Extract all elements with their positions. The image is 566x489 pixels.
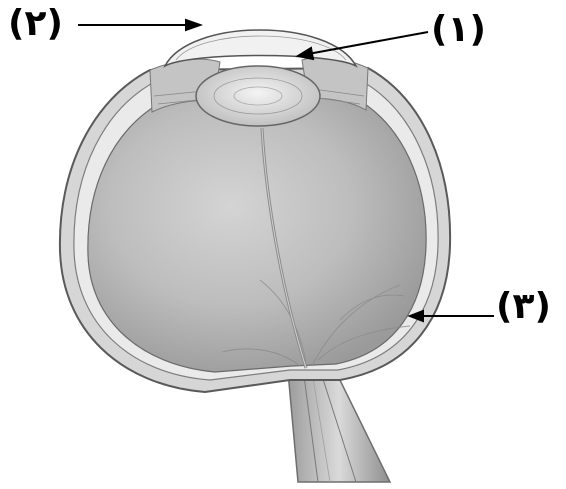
label-3: (٣): [496, 289, 551, 325]
optic-nerve: [288, 372, 390, 482]
lens: [196, 66, 320, 126]
label-2: (٢): [8, 6, 63, 42]
label-1: (١): [431, 12, 486, 48]
vitreous-body: [88, 96, 426, 372]
